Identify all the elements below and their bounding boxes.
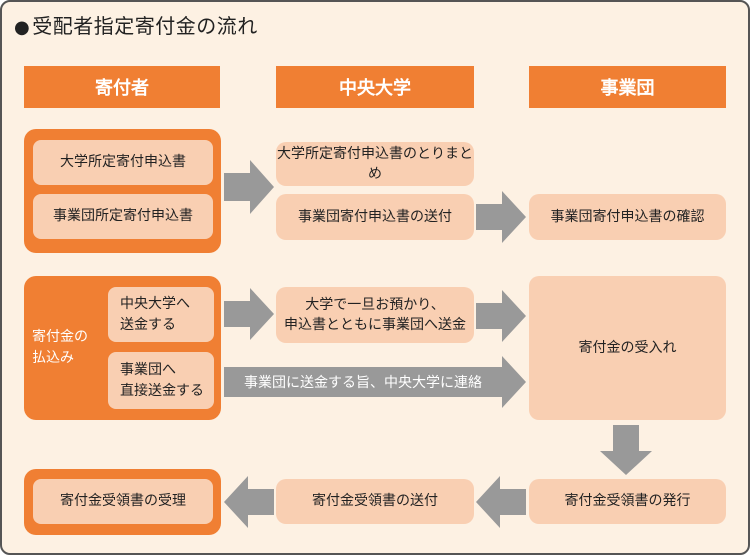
univ-form-box: 大学所定寄付申込書: [33, 140, 213, 185]
header-donor: 寄付者: [24, 66, 220, 108]
header-university: 中央大学: [276, 66, 474, 108]
send-receipt-box: 寄付金受領書の送付: [276, 479, 474, 524]
direct-box: 事業団へ 直接送金する: [108, 352, 214, 409]
deposit-box: 大学で一旦お預かり、 申込書とともに事業団へ送金: [276, 287, 474, 343]
arrow-right-icon: [476, 191, 526, 243]
receive-receipt-box: 寄付金受領書の受理: [33, 479, 213, 524]
receive-box: 寄付金の受入れ: [529, 276, 726, 420]
confirm-form-box: 事業団寄付申込書の確認: [529, 194, 726, 240]
to-univ-box: 中央大学へ 送金する: [108, 287, 214, 342]
header-foundation: 事業団: [529, 66, 726, 108]
issue-receipt-box: 寄付金受領書の発行: [529, 479, 726, 524]
univ-compile-box: 大学所定寄付申込書のとりまとめ: [276, 142, 474, 186]
bullet-icon: ●: [14, 17, 31, 38]
arrow-left-icon: [476, 476, 526, 528]
arrow-right-icon: [224, 288, 274, 340]
arrow-right-icon: [224, 160, 274, 214]
arrow-down-icon: [600, 425, 652, 475]
page-title: ●受配者指定寄付金の流れ: [14, 10, 258, 39]
arrow-left-icon: [224, 476, 274, 528]
notify-label: 事業団に送金する旨、中央大学に連絡: [244, 375, 482, 391]
title-text: 受配者指定寄付金の流れ: [32, 14, 258, 38]
long-arrow-right-icon: [224, 356, 526, 408]
arrow-right-icon: [476, 290, 526, 342]
payment-label: 寄付金の 払込み: [32, 329, 88, 366]
foundation-form-box: 事業団所定寄付申込書: [33, 194, 213, 239]
send-form-box: 事業団寄付申込書の送付: [276, 194, 474, 240]
